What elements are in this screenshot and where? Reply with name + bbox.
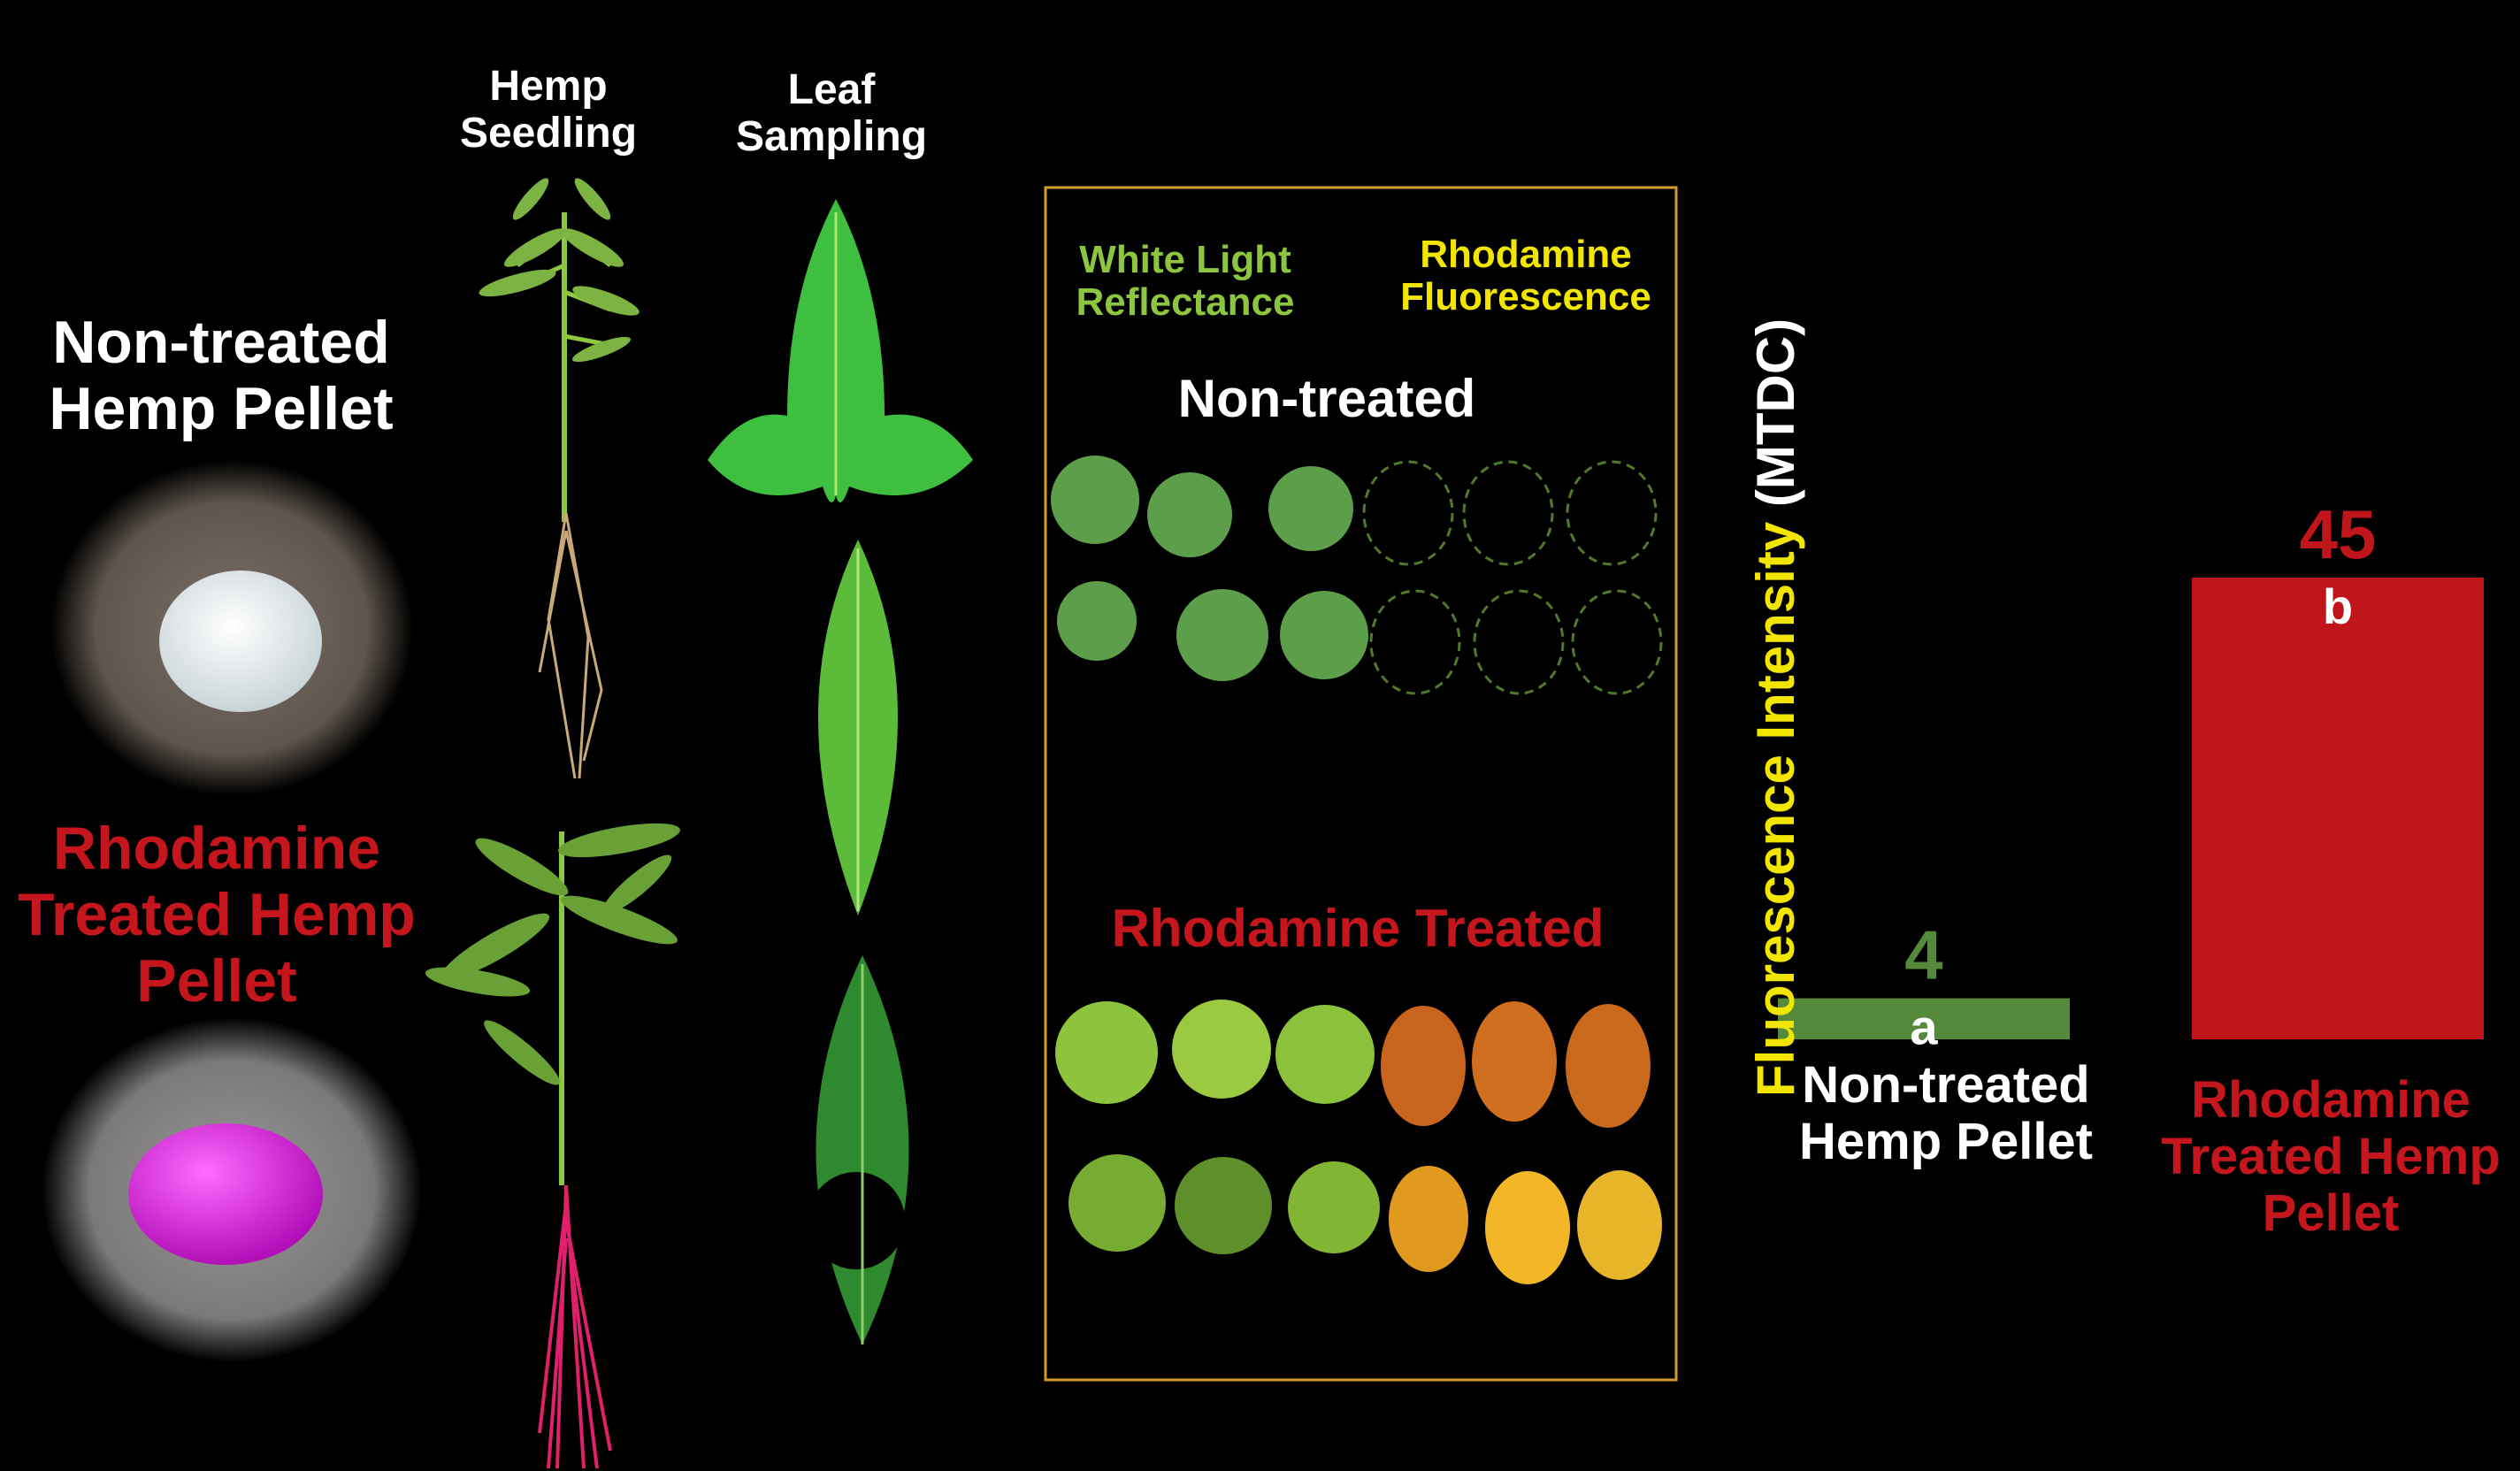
treated-pellet-title-line3: Pellet	[136, 946, 297, 1015]
treated-pellet-image	[42, 1017, 422, 1362]
seedling-header-line1: Hemp	[489, 63, 608, 110]
leaf-header-line1: Leaf	[787, 66, 876, 113]
fluorescence-header-line2: Fluorescence	[1400, 275, 1651, 319]
seedling-header: Hemp Seedling	[416, 63, 681, 157]
bar-chart: 4 a 45b	[1778, 495, 2484, 1055]
leaf-sample-1-image	[708, 199, 973, 502]
nontreated-pellet-title-line1: Non-treated	[52, 309, 390, 376]
nontreated-white-light-discs	[1051, 456, 1368, 681]
white-light-header-line2: Reflectance	[1076, 280, 1295, 325]
treated-fluorescence-discs	[1381, 1001, 1662, 1284]
seedling-header-line2: Seedling	[459, 109, 638, 157]
white-light-header-line1: White Light	[1079, 238, 1291, 281]
panel-nontreated-label: Non-treated	[1177, 369, 1476, 428]
category-label-treated-line1: Rhodamine	[2191, 1071, 2470, 1129]
bar-value-label-0: 4	[1904, 916, 1942, 994]
category-label-treated-line3: Pellet	[2262, 1184, 2400, 1242]
fluorescence-header: Rhodamine Fluorescence	[1389, 233, 1663, 319]
leaf-disc-panel-border	[1044, 186, 1678, 1382]
treated-pellet-title-line2: Treated Hemp	[18, 880, 416, 948]
leaf-sample-2-image	[818, 540, 898, 916]
treated-pellet-title: Rhodamine Treated Hemp Pellet	[0, 816, 433, 1014]
bar-value-label-1: 45	[2300, 495, 2377, 573]
category-label-nontreated: Non-treated Hemp Pellet	[1734, 1057, 2158, 1170]
nontreated-pellet-title-line2: Hemp Pellet	[49, 374, 394, 442]
treated-white-light-discs	[1055, 1000, 1380, 1254]
bar-0	[1778, 998, 2070, 1039]
bar-1	[2192, 578, 2484, 1039]
leaf-header-line2: Sampling	[735, 112, 928, 160]
nontreated-pellet-title: Non-treated Hemp Pellet	[0, 310, 442, 442]
nontreated-pellet-image	[50, 460, 413, 796]
white-light-header: White Light Reflectance	[1053, 238, 1318, 325]
treated-pellet-title-line1: Rhodamine	[52, 815, 381, 882]
category-label-nontreated-line2: Hemp Pellet	[1799, 1112, 2093, 1170]
fluorescence-header-line1: Rhodamine	[1420, 233, 1632, 276]
treated-seedling-image	[425, 823, 680, 1469]
category-label-treated-line2: Treated Hemp	[2161, 1127, 2501, 1185]
leaf-sample-3-image	[808, 955, 909, 1345]
nontreated-fluorescence-discs	[1362, 460, 1663, 695]
category-label-treated: Rhodamine Treated Hemp Pellet	[2123, 1072, 2520, 1241]
leaf-header: Leaf Sampling	[699, 66, 964, 161]
chart-y-axis-label-main: Fluorescence Intensity	[1746, 521, 1805, 1097]
category-label-nontreated-line1: Non-treated	[1802, 1056, 2090, 1114]
nontreated-seedling-image	[479, 178, 640, 779]
bar-significance-letter-1: b	[2323, 578, 2353, 634]
panel-treated-label: Rhodamine Treated	[1111, 899, 1605, 958]
bar-significance-letter-0: a	[1910, 1000, 1938, 1055]
chart-y-axis-label-unit: (MTDC)	[1746, 318, 1805, 522]
